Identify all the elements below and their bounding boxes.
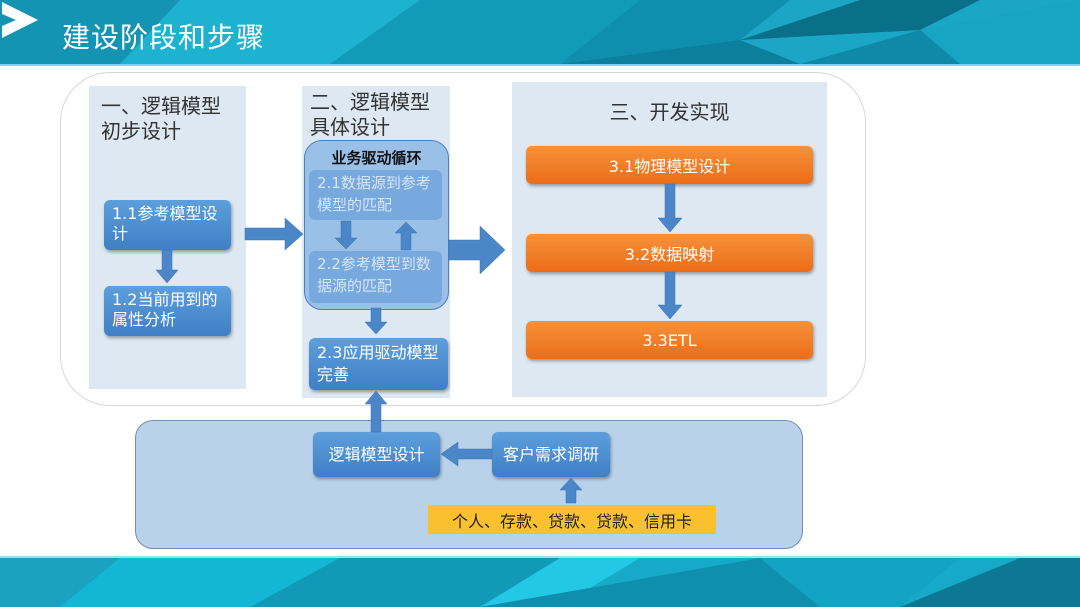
arrow-2-1-to-2-2 xyxy=(334,220,358,250)
arrow-logic-to-2-3 xyxy=(364,390,388,433)
footer-divider xyxy=(0,556,1080,558)
stage-3-title: 三、开发实现 xyxy=(609,100,730,124)
footer-banner xyxy=(0,558,1080,607)
logic-model-design-box[interactable]: 逻辑模型设计 xyxy=(313,432,440,477)
header-background xyxy=(0,0,1080,64)
arrow-research-to-logic xyxy=(440,441,493,467)
step-2-3[interactable]: 2.3应用驱动模型完善 xyxy=(309,338,448,390)
arrow-3-2-to-3-3 xyxy=(657,271,683,320)
step-1-2[interactable]: 1.2当前用到的属性分析 xyxy=(104,286,231,336)
loop-title: 业务驱动循环 xyxy=(331,149,422,167)
step-3-2[interactable]: 3.2数据映射 xyxy=(526,234,813,272)
step-1-1[interactable]: 1.1参考模型设计 xyxy=(104,200,231,250)
header-divider xyxy=(0,64,1080,66)
arrow-3-1-to-3-2 xyxy=(657,183,683,233)
arrow-stage1-to-stage2 xyxy=(244,217,304,251)
stage-2-title: 二、逻辑模型具体设计 xyxy=(310,90,430,139)
footer-background xyxy=(0,558,1080,607)
arrow-2-2-to-2-1 xyxy=(394,221,418,251)
business-domains-label: 个人、存款、贷款、贷款、信用卡 xyxy=(428,505,716,534)
arrow-loop-to-2-3 xyxy=(364,307,388,335)
arrow-domains-to-research xyxy=(559,477,583,504)
header-banner: 建设阶段和步骤 xyxy=(0,0,1080,64)
page-title: 建设阶段和步骤 xyxy=(62,21,266,54)
customer-research-box[interactable]: 客户需求调研 xyxy=(492,432,610,477)
stage-1-title: 一、逻辑模型初步设计 xyxy=(101,94,221,143)
step-3-3[interactable]: 3.3ETL xyxy=(526,321,813,359)
step-3-1[interactable]: 3.1物理模型设计 xyxy=(526,146,813,184)
step-2-1[interactable]: 2.1数据源到参考模型的匹配 xyxy=(309,170,442,220)
step-2-2[interactable]: 2.2参考模型到数据源的匹配 xyxy=(309,251,442,303)
arrow-stage2-to-stage3 xyxy=(448,225,506,275)
play-logo-icon xyxy=(2,2,38,38)
arrow-1-1-to-1-2 xyxy=(155,249,179,284)
